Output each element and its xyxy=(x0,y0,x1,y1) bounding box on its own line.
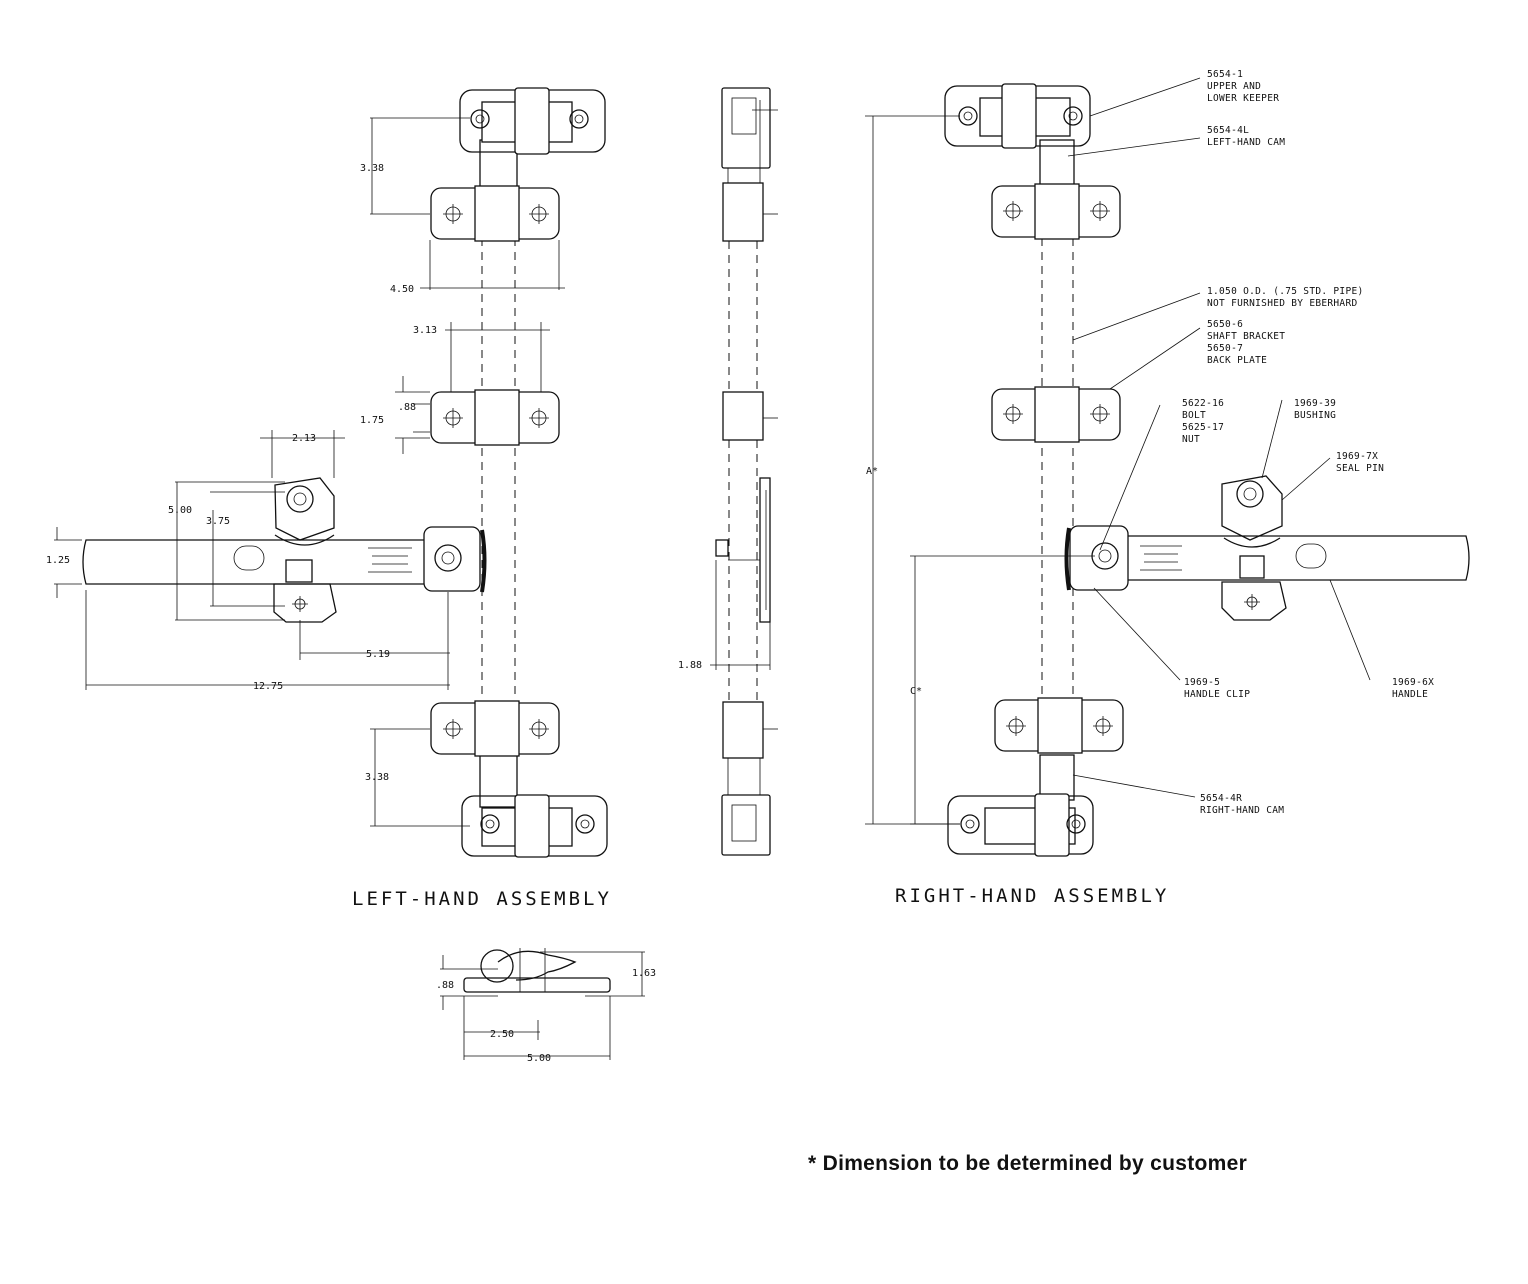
dim-c: C* xyxy=(910,686,922,697)
dimension-labels: 3.38 4.50 3.13 1.75 .88 2.13 5.00 3.75 1… xyxy=(46,163,922,1064)
callout-seal-pin-2: SEAL PIN xyxy=(1336,463,1384,474)
dim-2-13: 2.13 xyxy=(292,433,316,444)
rh-seal-plate xyxy=(1221,475,1287,621)
callout-handle-clip-1: 1969-5 xyxy=(1184,677,1220,688)
dim-5-19: 5.19 xyxy=(366,649,390,660)
rh-shaft-bracket-mid xyxy=(991,386,1121,443)
callout-keeper-2: UPPER AND xyxy=(1207,81,1261,92)
callout-bushing-1: 1969-39 xyxy=(1294,398,1336,409)
dim-1-75: 1.75 xyxy=(360,415,384,426)
dim-3-38-top: 3.38 xyxy=(360,163,384,174)
right-hand-assembly xyxy=(865,77,1470,857)
dim-5-00-detail: 5.00 xyxy=(527,1053,551,1064)
dim-2-50: 2.50 xyxy=(490,1029,514,1040)
left-hand-assembly xyxy=(54,87,608,858)
callout-bolt-2: BOLT xyxy=(1182,410,1206,421)
dim-0-88: .88 xyxy=(398,402,416,413)
callout-seal-pin-1: 1969-7X xyxy=(1336,451,1378,462)
callout-lh-cam-2: LEFT-HAND CAM xyxy=(1207,137,1285,148)
dim-1-63: 1.63 xyxy=(632,968,656,979)
lh-shaft-bracket-top xyxy=(430,185,560,242)
callout-lh-cam-1: 5654-4L xyxy=(1207,125,1249,136)
rh-handle xyxy=(1064,525,1470,591)
keeper-detail xyxy=(440,948,645,1060)
callout-bracket-4: BACK PLATE xyxy=(1207,355,1267,366)
dim-3-75: 3.75 xyxy=(206,516,230,527)
callout-handle-2: HANDLE xyxy=(1392,689,1428,700)
callout-rh-cam-1: 5654-4R xyxy=(1200,793,1242,804)
callout-bushing-2: BUSHING xyxy=(1294,410,1336,421)
left-assembly-title: LEFT-HAND ASSEMBLY xyxy=(352,888,612,910)
side-view xyxy=(710,87,778,856)
rh-leader-lines xyxy=(1067,77,1371,798)
rh-shaft xyxy=(1039,139,1075,801)
lh-upper-keeper xyxy=(459,87,606,155)
lh-lower-keeper xyxy=(461,794,608,858)
dim-0-88-detail: .88 xyxy=(436,980,454,991)
rh-shaft-bracket-top xyxy=(991,183,1121,240)
lh-seal-plate xyxy=(273,477,337,623)
callout-bracket-2: SHAFT BRACKET xyxy=(1207,331,1285,342)
callout-rh-cam-2: RIGHT-HAND CAM xyxy=(1200,805,1284,816)
rh-upper-keeper xyxy=(944,83,1091,149)
lh-shaft-bracket-bottom xyxy=(430,700,560,757)
callout-bracket-1: 5650-6 xyxy=(1207,319,1243,330)
callout-keeper-3: LOWER KEEPER xyxy=(1207,93,1279,104)
callout-pipe-1: 1.050 O.D. (.75 STD. PIPE) xyxy=(1207,286,1364,297)
dim-4-50: 4.50 xyxy=(390,284,414,295)
callout-bolt-4: NUT xyxy=(1182,434,1200,445)
lh-dimension-lines xyxy=(54,117,565,827)
footnote: * Dimension to be determined by customer xyxy=(808,1152,1248,1175)
right-assembly-title: RIGHT-HAND ASSEMBLY xyxy=(895,885,1169,907)
dim-3-13: 3.13 xyxy=(413,325,437,336)
lh-handle xyxy=(82,526,487,593)
rh-shaft-bracket-bottom xyxy=(994,697,1124,754)
dim-a: A* xyxy=(866,466,878,477)
lh-shaft-bracket-mid xyxy=(430,389,560,446)
callout-bolt-1: 5622-16 xyxy=(1182,398,1224,409)
part-callouts: 5654-1 UPPER AND LOWER KEEPER 5654-4L LE… xyxy=(1182,69,1434,816)
dim-1-88: 1.88 xyxy=(678,660,702,671)
rh-dimension-lines xyxy=(865,115,1095,825)
dim-5-00: 5.00 xyxy=(168,505,192,516)
callout-handle-1: 1969-6X xyxy=(1392,677,1434,688)
dim-3-38-bottom: 3.38 xyxy=(365,772,389,783)
callout-bolt-3: 5625-17 xyxy=(1182,422,1224,433)
callout-bracket-3: 5650-7 xyxy=(1207,343,1243,354)
callout-keeper-1: 5654-1 xyxy=(1207,69,1243,80)
rh-lower-keeper xyxy=(947,793,1094,857)
callout-handle-clip-2: HANDLE CLIP xyxy=(1184,689,1250,700)
dim-1-25: 1.25 xyxy=(46,555,70,566)
dim-12-75: 12.75 xyxy=(253,681,283,692)
callout-pipe-2: NOT FURNISHED BY EBERHARD xyxy=(1207,298,1358,309)
